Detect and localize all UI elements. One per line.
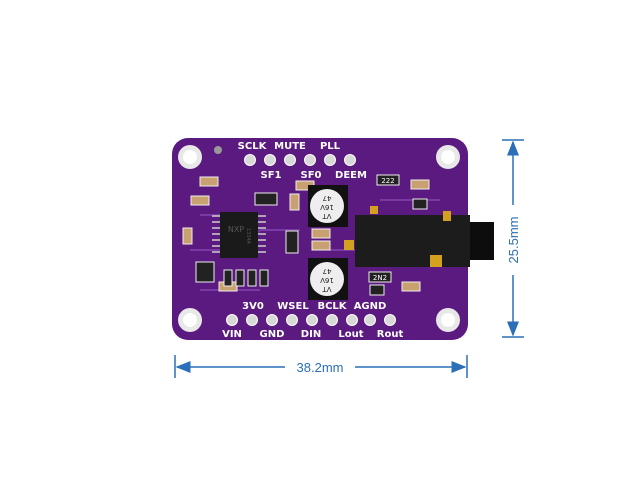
pin-label-deem: DEEM: [335, 170, 367, 181]
pin-label-rout: Rout: [377, 329, 404, 340]
capacitor-marking: 47: [323, 267, 332, 275]
pin-label-sf1: SF1: [261, 170, 282, 181]
pin-label-sf0: SF0: [301, 170, 322, 181]
capacitor: VT 16V 47: [308, 185, 348, 227]
capacitor-marking: 16V: [320, 203, 334, 211]
mounting-hole: [178, 145, 202, 169]
capacitor: VT 16V 47: [308, 258, 348, 300]
audio-jack: [344, 206, 494, 267]
width-dimension: 38.2mm: [174, 355, 468, 378]
capacitor-marking: VT: [322, 285, 332, 293]
pin-label-lout: Lout: [338, 329, 363, 340]
resistor-marking: 222: [381, 177, 394, 185]
pin-label-bclk: BCLK: [317, 301, 347, 312]
capacitor-marking: VT: [322, 212, 332, 220]
pin-label-vin: VIN: [222, 329, 242, 340]
pin-label-wsel: WSEL: [277, 301, 309, 312]
pin-label-sclk: SCLK: [238, 141, 268, 152]
pin-label-din: DIN: [301, 329, 321, 340]
chip-part: 1334A: [245, 228, 251, 245]
resistor-marking: 2N2: [373, 274, 387, 282]
width-label: 38.2mm: [297, 360, 344, 375]
capacitor-marking: 47: [323, 194, 332, 202]
chip-brand: NXP: [228, 225, 244, 234]
pin-label-pll: PLL: [320, 141, 341, 152]
dac-chip: NXP 1334A: [212, 212, 266, 258]
pcb-board: NXP 1334A 222 2N2 VT 16V: [172, 138, 494, 340]
mounting-hole: [436, 145, 460, 169]
mounting-hole: [178, 308, 202, 332]
height-dimension: 25.5mm: [502, 139, 524, 338]
height-label: 25.5mm: [506, 217, 521, 264]
mounting-hole: [436, 308, 460, 332]
pin-label-gnd: GND: [260, 329, 285, 340]
pin-label-agnd: AGND: [354, 301, 387, 312]
pin-label-mute: MUTE: [274, 141, 306, 152]
pin-label-3v0: 3V0: [242, 301, 264, 312]
capacitor-marking: 16V: [320, 276, 334, 284]
